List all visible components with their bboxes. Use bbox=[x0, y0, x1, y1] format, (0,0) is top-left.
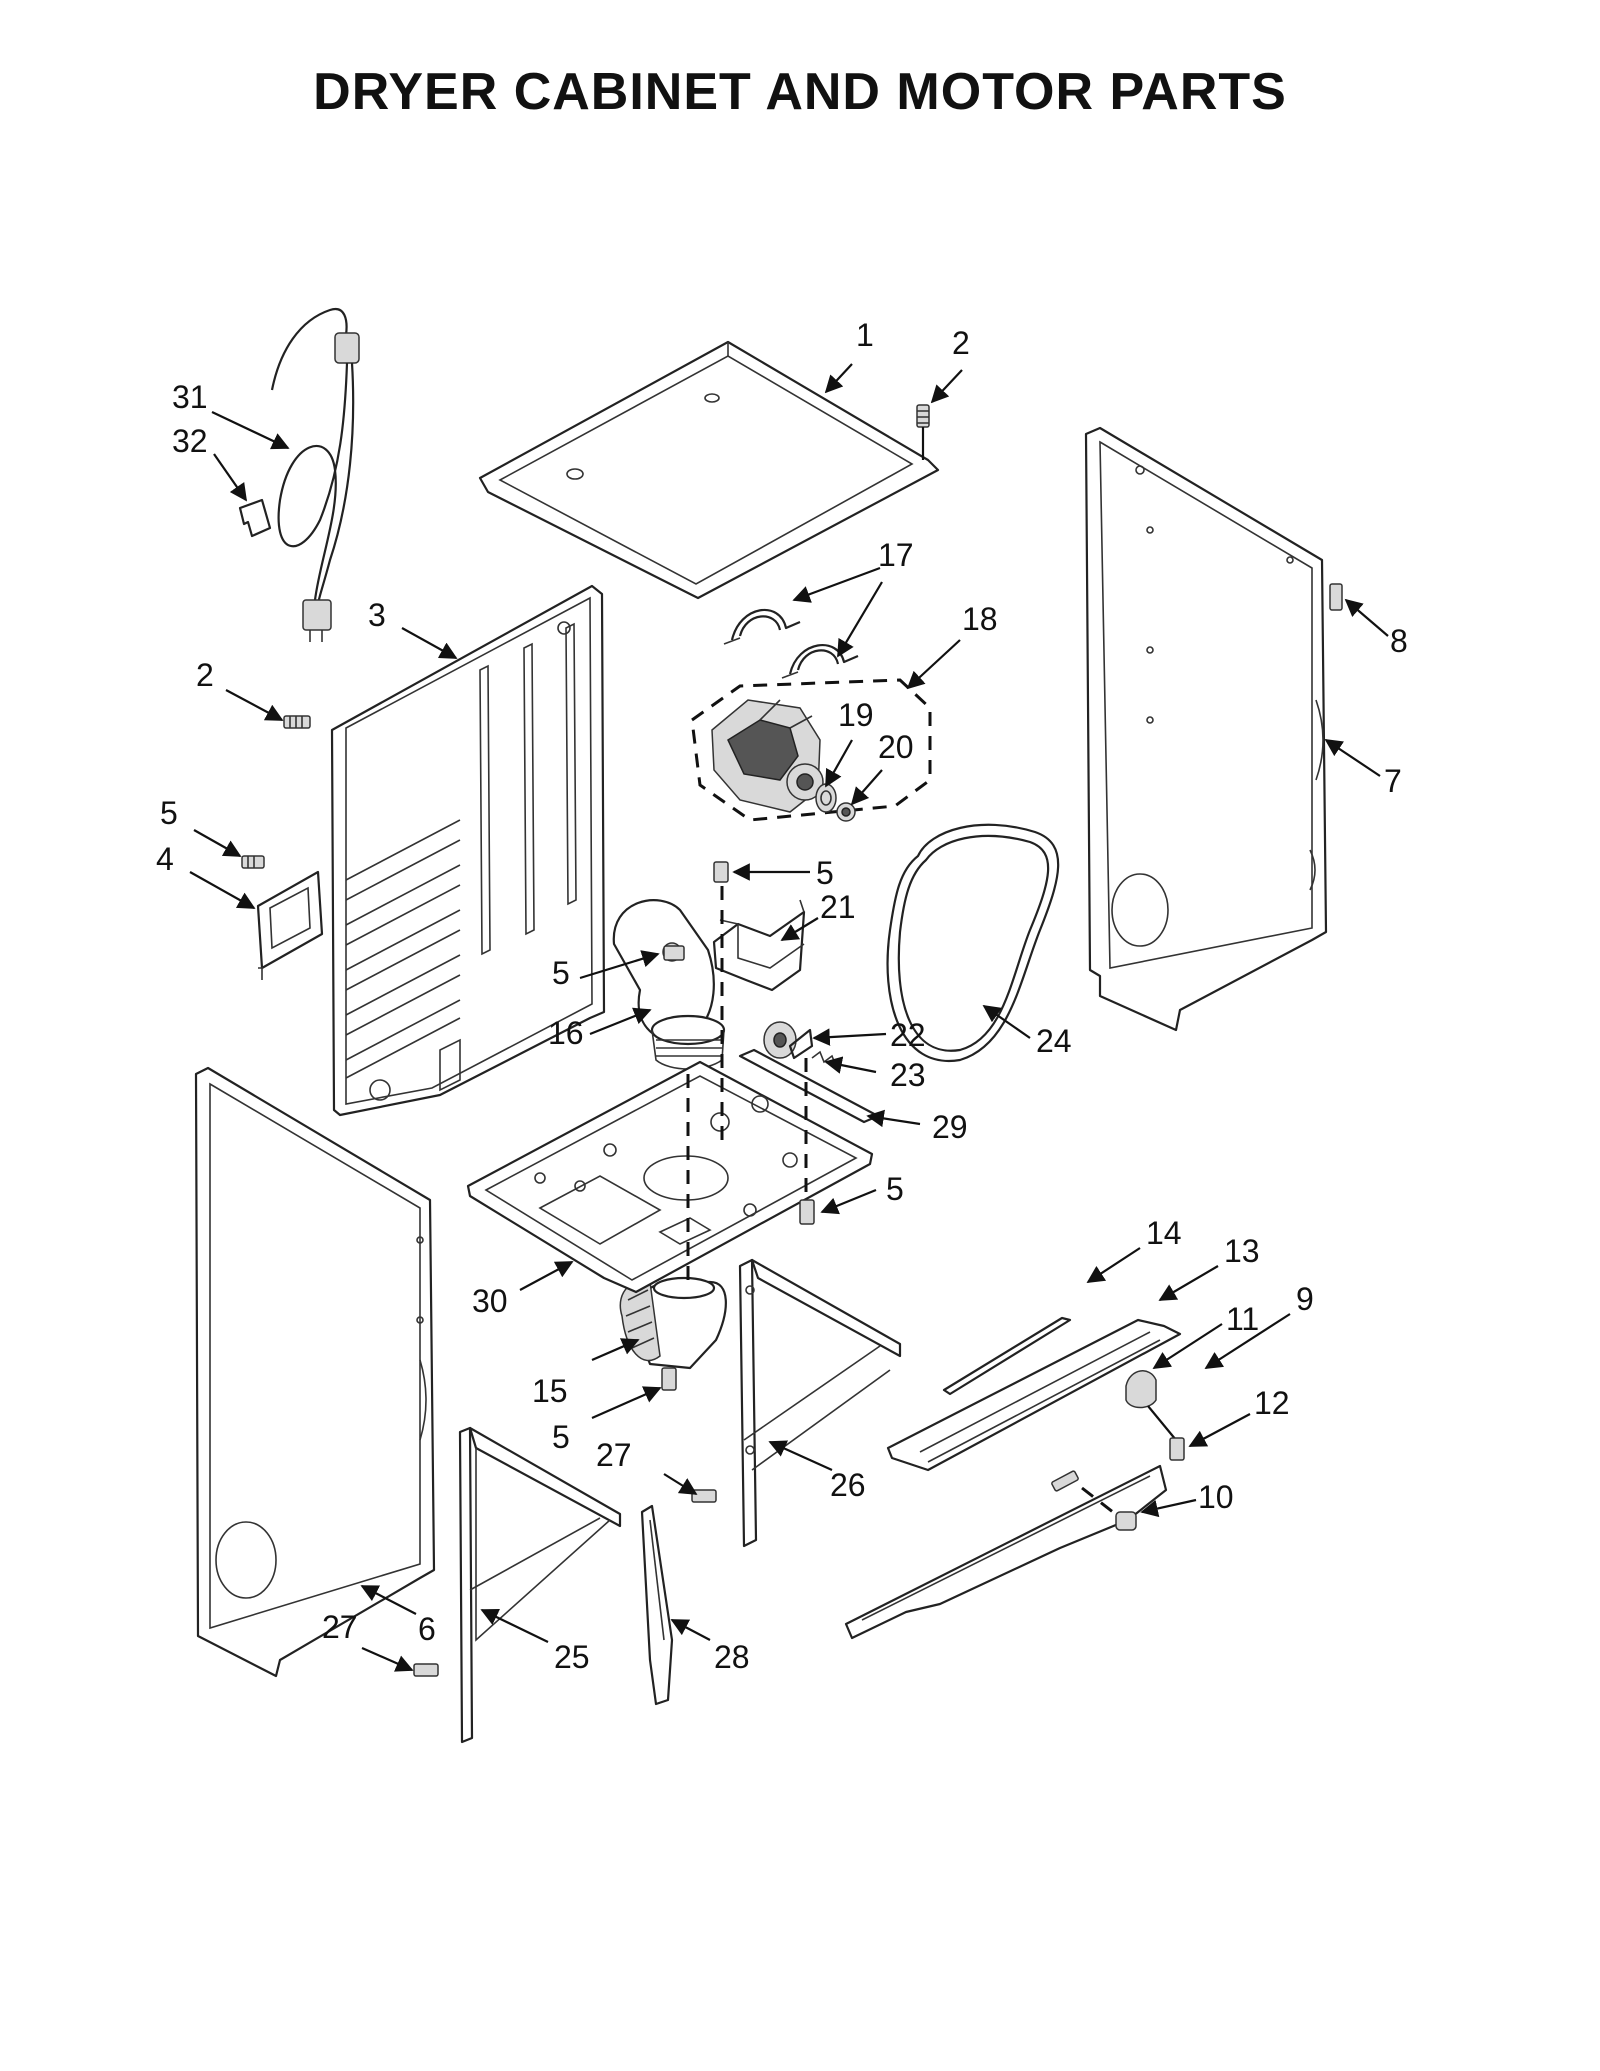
part-toe-panel-strip bbox=[942, 1316, 1072, 1396]
callout-4: 4 bbox=[156, 841, 174, 877]
callout-5-blower: 5 bbox=[552, 955, 570, 991]
callout-6: 6 bbox=[418, 1611, 436, 1647]
callout-labels: 1 2 31 32 3 2 5 4 17 18 19 20 8 7 5 21 5… bbox=[156, 317, 1408, 1675]
part-front-frame-left bbox=[458, 1426, 622, 1744]
part-screw-bracket bbox=[241, 855, 265, 869]
leader-lines bbox=[189, 363, 1389, 1672]
part-base bbox=[466, 1060, 874, 1294]
callout-15: 15 bbox=[532, 1373, 568, 1409]
callout-22: 22 bbox=[890, 1017, 926, 1053]
callout-11: 11 bbox=[1226, 1301, 1259, 1337]
callout-5-lower-blower: 5 bbox=[552, 1419, 570, 1455]
callout-13: 13 bbox=[1224, 1233, 1260, 1269]
part-leveling-foot-11 bbox=[1125, 1370, 1177, 1441]
part-screw-motor-mount bbox=[713, 861, 729, 883]
part-motor-clamp-1 bbox=[723, 608, 801, 645]
part-screw-frame-right bbox=[691, 1489, 717, 1503]
callout-32: 32 bbox=[172, 423, 208, 459]
part-screw-rear bbox=[283, 715, 311, 729]
part-left-side-panel bbox=[194, 1066, 436, 1678]
part-leg-support bbox=[640, 1504, 674, 1706]
callout-27-left: 27 bbox=[322, 1609, 358, 1645]
part-drive-motor bbox=[711, 699, 824, 813]
callout-26: 26 bbox=[830, 1467, 866, 1503]
part-front-frame-right bbox=[738, 1258, 902, 1548]
callout-5-bracket: 5 bbox=[160, 795, 178, 831]
callout-27-right: 27 bbox=[596, 1437, 632, 1473]
part-motor-mount bbox=[712, 899, 806, 992]
callout-1: 1 bbox=[856, 317, 874, 353]
callout-2-top: 2 bbox=[952, 325, 970, 361]
part-rear-panel bbox=[330, 584, 606, 1117]
part-screw-top bbox=[916, 404, 930, 460]
part-right-side-panel bbox=[1084, 426, 1328, 1032]
part-motor-nut bbox=[836, 802, 856, 822]
callout-19: 19 bbox=[838, 697, 874, 733]
callout-21: 21 bbox=[820, 889, 856, 925]
part-screw-12 bbox=[1169, 1437, 1185, 1461]
callout-5-base: 5 bbox=[886, 1171, 904, 1207]
part-screw-side-left bbox=[413, 1663, 439, 1677]
part-front-kick-panel bbox=[844, 1464, 1168, 1640]
callout-14: 14 bbox=[1146, 1215, 1182, 1251]
callout-2-rear: 2 bbox=[196, 657, 214, 693]
callout-18: 18 bbox=[962, 601, 998, 637]
part-motor-clamp-2 bbox=[781, 644, 859, 679]
part-top-panel bbox=[478, 340, 940, 600]
assembly-lines bbox=[686, 886, 1119, 1518]
part-screw-lower-blower bbox=[661, 1367, 677, 1391]
callout-23: 23 bbox=[890, 1057, 926, 1093]
part-idler-pulley bbox=[763, 1021, 814, 1060]
callout-25: 25 bbox=[554, 1639, 590, 1675]
callout-28: 28 bbox=[714, 1639, 750, 1675]
callout-24: 24 bbox=[1036, 1023, 1072, 1059]
part-blower-housing-upper bbox=[612, 899, 726, 1070]
callout-7: 7 bbox=[1384, 763, 1402, 799]
callout-5-motor-mount: 5 bbox=[816, 855, 834, 891]
callout-10: 10 bbox=[1198, 1479, 1234, 1515]
part-toe-panel bbox=[886, 1318, 1182, 1472]
page-title: DRYER CABINET AND MOTOR PARTS bbox=[313, 63, 1287, 121]
part-terminal-bracket bbox=[256, 870, 324, 980]
callout-20: 20 bbox=[878, 729, 914, 765]
callout-3: 3 bbox=[368, 597, 386, 633]
callout-8: 8 bbox=[1390, 623, 1408, 659]
callout-29: 29 bbox=[932, 1109, 968, 1145]
callout-12: 12 bbox=[1254, 1385, 1290, 1421]
part-motor-pulley bbox=[815, 783, 837, 813]
callout-31: 31 bbox=[172, 379, 208, 415]
part-cord-clip bbox=[238, 498, 272, 538]
part-door-strike bbox=[1329, 583, 1343, 611]
part-screw-blower bbox=[663, 945, 685, 961]
callout-17: 17 bbox=[878, 537, 914, 573]
part-power-cord bbox=[270, 307, 360, 642]
part-drive-belt bbox=[886, 823, 1060, 1063]
part-screw-base bbox=[799, 1199, 815, 1225]
callout-16: 16 bbox=[548, 1015, 584, 1051]
part-drive-motor-group bbox=[690, 678, 932, 822]
part-foot-10 bbox=[1115, 1511, 1137, 1531]
callout-30: 30 bbox=[472, 1283, 508, 1319]
callout-9: 9 bbox=[1296, 1281, 1314, 1317]
